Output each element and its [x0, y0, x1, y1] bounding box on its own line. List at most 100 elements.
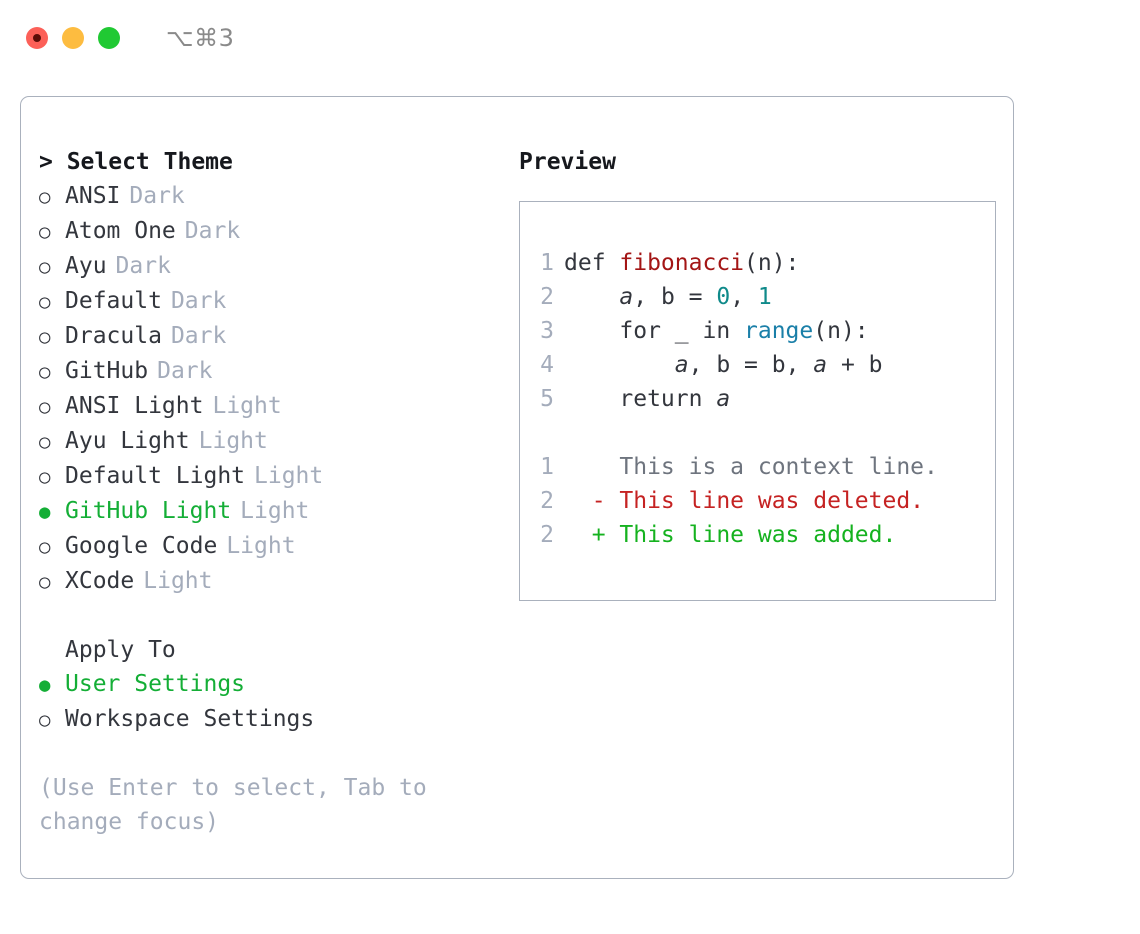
- theme-variant-badge: Light: [226, 533, 296, 559]
- theme-variant-badge: Dark: [129, 183, 185, 209]
- apply-to-item[interactable]: ● User Settings: [39, 667, 499, 702]
- code-line-content: a, b = 0, 1: [564, 280, 772, 314]
- code-token: a: [813, 352, 828, 378]
- close-button[interactable]: [26, 27, 48, 49]
- code-token: fibonacci: [619, 250, 745, 276]
- theme-variant-badge: Light: [212, 393, 282, 419]
- theme-variant-badge: Light: [254, 463, 324, 489]
- code-token: ,: [730, 284, 758, 310]
- theme-variant-badge: Light: [198, 428, 268, 454]
- theme-name-label: GitHub: [65, 358, 149, 384]
- theme-list-item[interactable]: ○ ANSI Dark: [39, 179, 499, 214]
- radio-unselected-icon: ○: [39, 709, 51, 731]
- code-line-number: 2: [540, 284, 554, 310]
- theme-variant-badge: Dark: [170, 323, 227, 349]
- theme-name-label: GitHub Light: [65, 498, 232, 524]
- code-token: range: [744, 318, 814, 344]
- theme-variant-badge: Light: [143, 568, 213, 594]
- apply-to-item[interactable]: ○ Workspace Settings: [39, 702, 499, 737]
- preview-heading: Preview: [519, 149, 616, 175]
- select-theme-heading: > Select Theme: [39, 149, 233, 175]
- theme-name-label: Dracula: [65, 323, 162, 349]
- diff-line-number: 2: [540, 522, 554, 548]
- theme-name-label: Ayu Light: [65, 428, 190, 454]
- code-diff-gap: [520, 416, 995, 450]
- code-token: a: [619, 284, 634, 310]
- code-line: 4 a, b = b, a + b: [520, 348, 995, 382]
- theme-list-item[interactable]: ● GitHub Light Light: [39, 494, 499, 529]
- apply-to-label: Apply To: [65, 637, 176, 663]
- theme-list-item[interactable]: ○ Default Light Light: [39, 459, 499, 494]
- diff-line-content: This is a context line.: [564, 454, 938, 480]
- radio-unselected-icon: ○: [39, 186, 51, 208]
- radio-unselected-icon: ○: [39, 536, 51, 558]
- theme-list-item[interactable]: ○ Default Dark: [39, 284, 499, 319]
- diff-line: 2 + This line was added.: [520, 518, 995, 552]
- diff-line: 1 This is a context line.: [520, 450, 995, 484]
- code-line: 3 for _ in range(n):: [520, 314, 995, 348]
- apply-to-list[interactable]: ● User Settings ○ Workspace Settings: [39, 667, 499, 737]
- theme-variant-badge: Dark: [157, 358, 213, 384]
- theme-list-item[interactable]: ○ Atom One Dark: [39, 214, 499, 249]
- code-token: + b: [827, 352, 883, 378]
- theme-name-label: Default: [65, 288, 162, 314]
- radio-unselected-icon: ○: [39, 396, 51, 418]
- theme-variant-badge: Light: [240, 498, 310, 524]
- radio-unselected-icon: ○: [39, 466, 51, 488]
- code-token: return: [564, 386, 717, 412]
- list-spacer: [39, 599, 499, 633]
- minimize-button[interactable]: [62, 27, 84, 49]
- diff-line-number: 2: [540, 488, 554, 514]
- code-token: [564, 352, 675, 378]
- apply-to-label-text: User Settings: [65, 671, 246, 697]
- zoom-button[interactable]: [98, 27, 120, 49]
- theme-variant-badge: Dark: [170, 288, 227, 314]
- radio-selected-icon: ●: [39, 501, 51, 523]
- theme-variant-badge: Dark: [184, 218, 241, 244]
- keyboard-shortcut-label: ⌥⌘3: [166, 24, 235, 52]
- radio-unselected-icon: ○: [39, 291, 51, 313]
- theme-name-label: Google Code: [65, 533, 218, 559]
- code-line-number: 4: [540, 352, 554, 378]
- radio-unselected-icon: ○: [39, 221, 51, 243]
- theme-list-item[interactable]: ○ Dracula Dark: [39, 319, 499, 354]
- radio-unselected-icon: ○: [39, 256, 51, 278]
- code-line: 5 return a: [520, 382, 995, 416]
- diff-line-content: - This line was deleted.: [564, 488, 925, 514]
- keyboard-hint-text: (Use Enter to select, Tab to change focu…: [39, 775, 427, 835]
- diff-line: 2 - This line was deleted.: [520, 484, 995, 518]
- code-token: [564, 284, 619, 310]
- code-line-number: 3: [540, 318, 554, 344]
- code-line-content: for _ in range(n):: [564, 314, 869, 348]
- theme-list-item[interactable]: ○ Google Code Light: [39, 529, 499, 564]
- code-token: 1: [757, 284, 772, 310]
- theme-name-label: XCode: [65, 568, 135, 594]
- theme-name-label: Default Light: [65, 463, 246, 489]
- code-token: , b =: [633, 284, 717, 310]
- radio-unselected-icon: ○: [39, 431, 51, 453]
- theme-name-label: ANSI: [65, 183, 121, 209]
- code-token: (n):: [813, 318, 869, 344]
- theme-name-label: Atom One: [65, 218, 176, 244]
- theme-list-item[interactable]: ○ Ayu Light Light: [39, 424, 499, 459]
- radio-unselected-icon: ○: [39, 326, 51, 348]
- apply-to-label-text: Workspace Settings: [65, 706, 315, 732]
- title-bar: ⌥⌘3: [0, 0, 1140, 76]
- hint-spacer: [39, 737, 499, 771]
- diff-line-content: + This line was added.: [564, 522, 897, 548]
- radio-selected-icon: ●: [39, 674, 51, 696]
- code-token: , b = b,: [688, 352, 814, 378]
- code-line-number: 1: [540, 250, 554, 276]
- code-token: a: [674, 352, 689, 378]
